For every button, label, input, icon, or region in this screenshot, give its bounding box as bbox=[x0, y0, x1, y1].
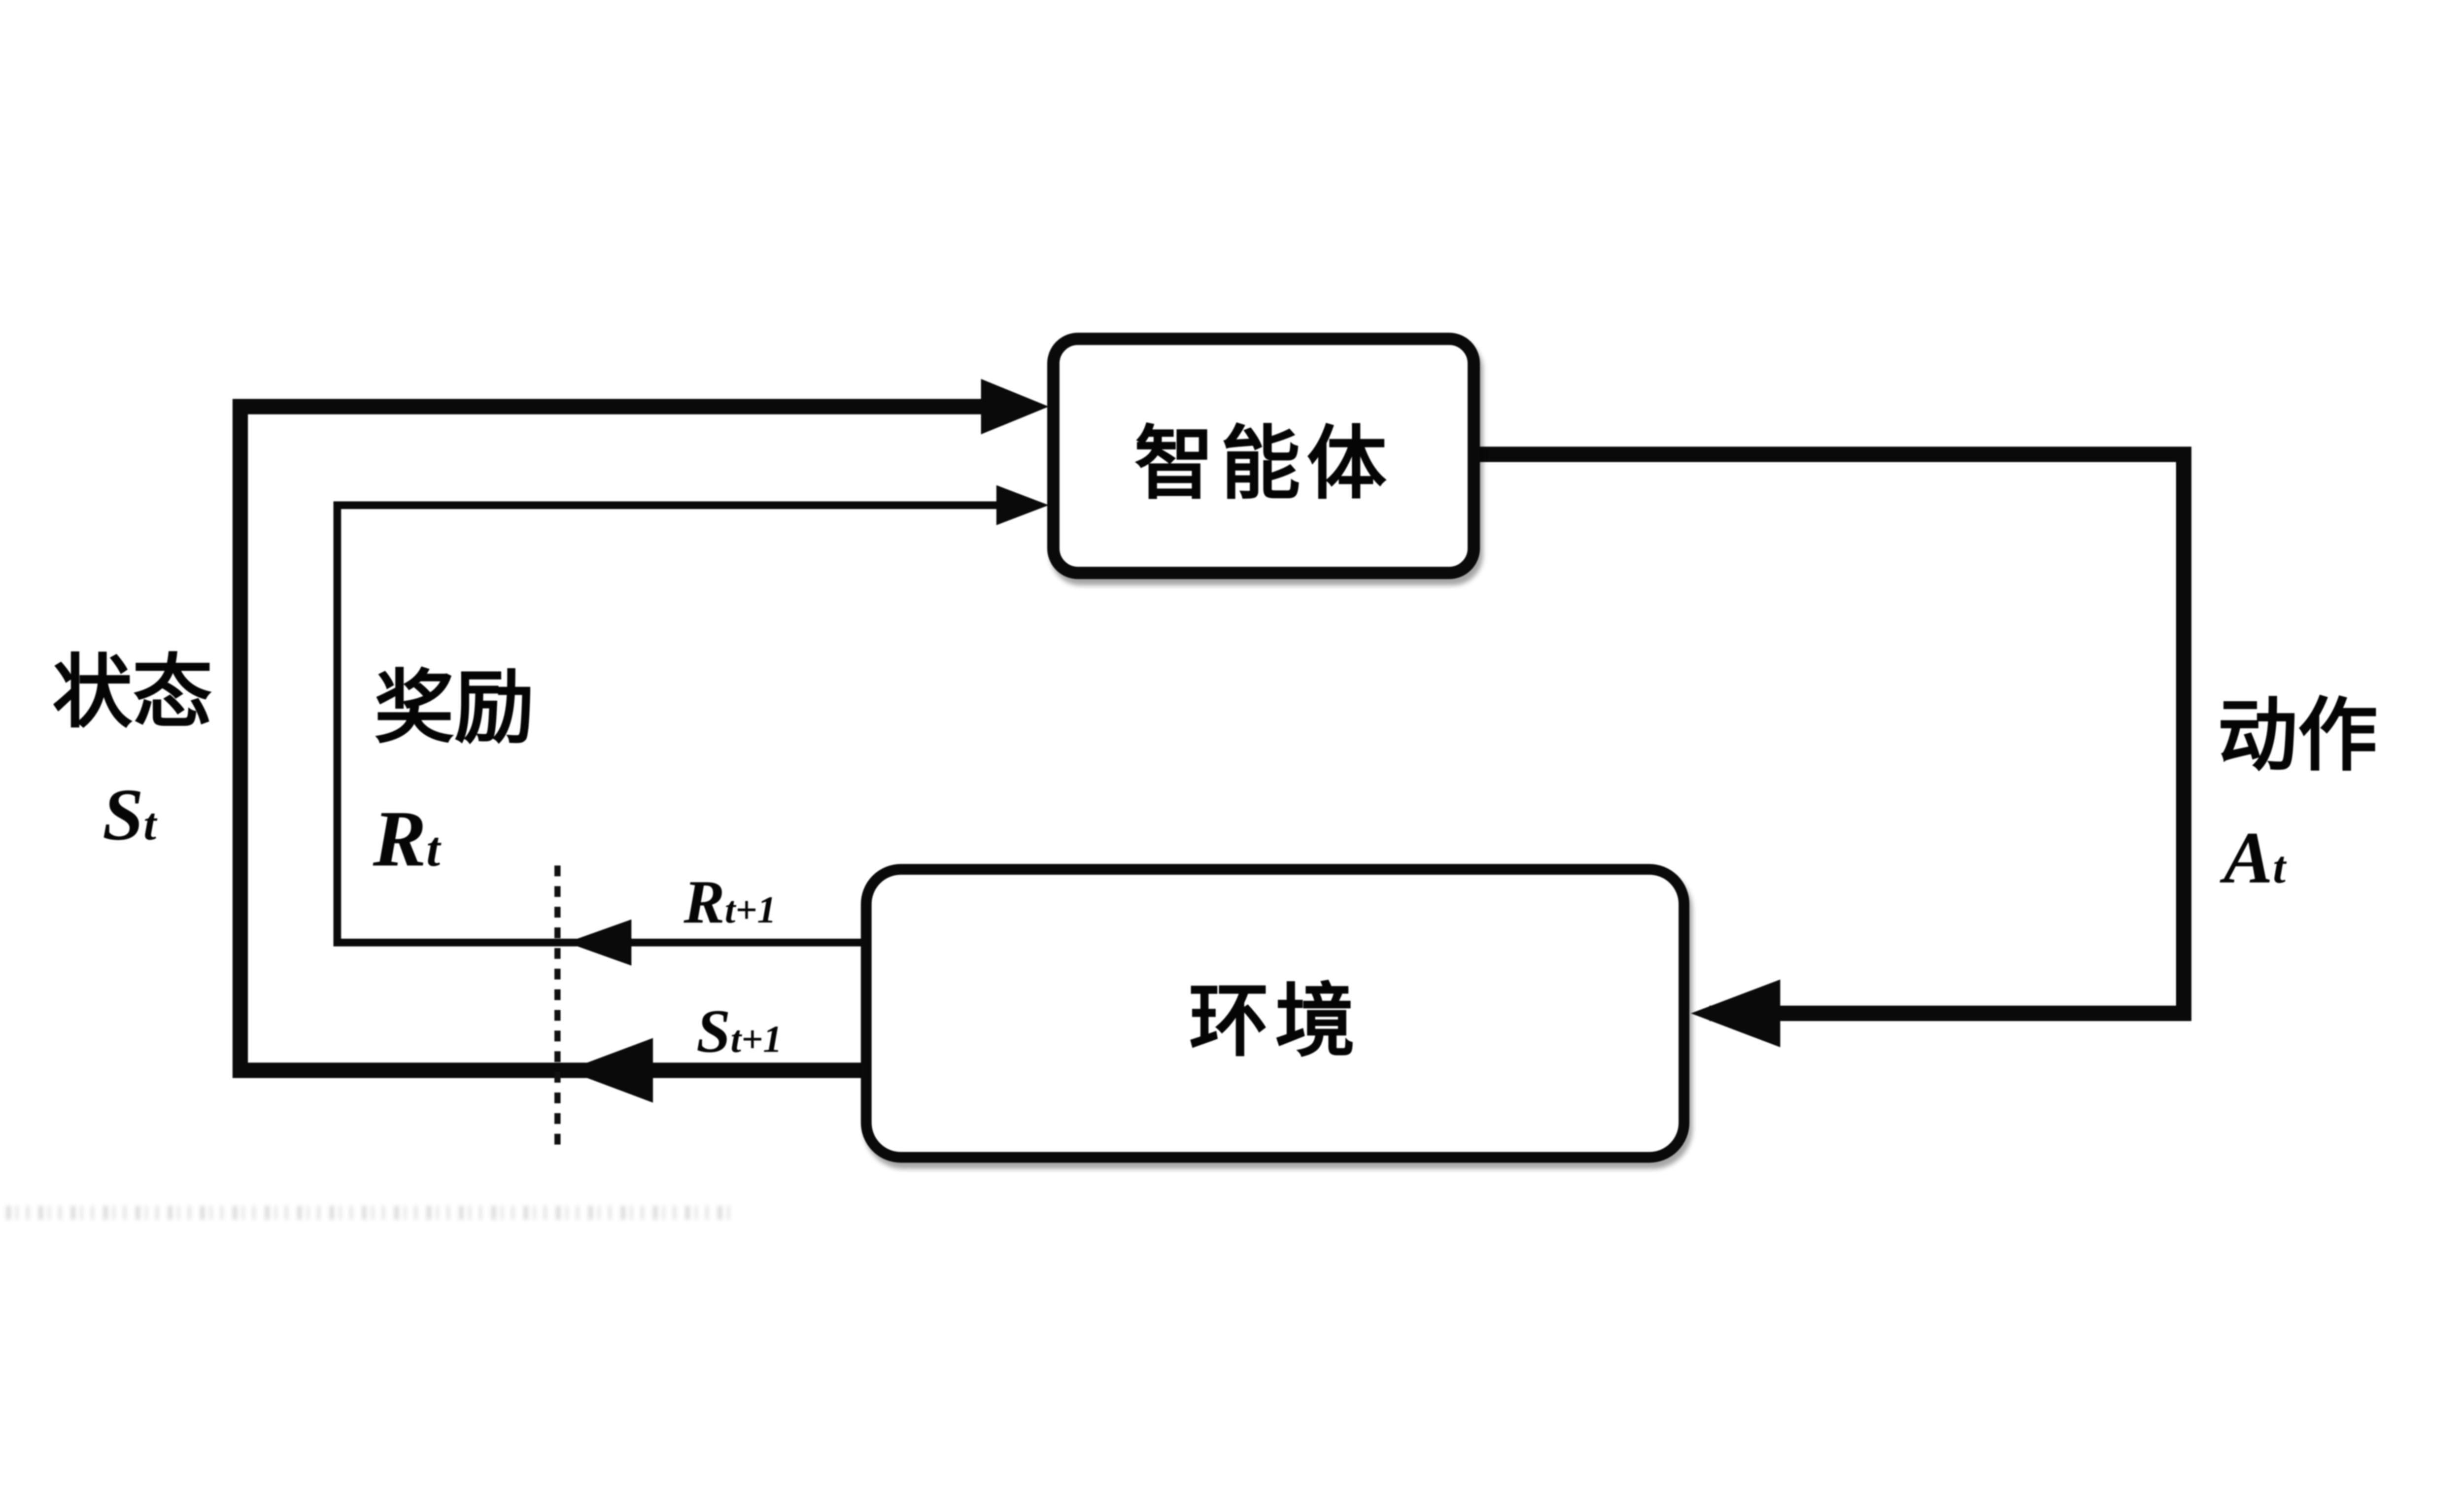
state-caption: 状态 bbox=[52, 650, 213, 739]
next-state-arrowhead-icon bbox=[567, 1038, 653, 1103]
rl-agent-environment-diagram: 智能体 环境 状态 St 奖励 Rt 动作 At Rt+1 St+1 bbox=[0, 281, 2464, 1222]
next-state-symbol: St+1 bbox=[696, 996, 782, 1066]
cropped-caption-remnant bbox=[6, 1205, 733, 1220]
state-loop-line bbox=[232, 399, 989, 1078]
action-caption: 动作 bbox=[2217, 693, 2378, 782]
diagram-connector-lines bbox=[232, 378, 2191, 1152]
action-loop-line bbox=[1472, 446, 2191, 1021]
state-symbol: St bbox=[102, 774, 157, 856]
reward-caption: 奖励 bbox=[374, 666, 535, 754]
action-symbol: At bbox=[2224, 818, 2286, 899]
next-reward-symbol: Rt+1 bbox=[684, 867, 777, 936]
next-reward-arrowhead-icon bbox=[567, 919, 632, 966]
agent-box: 智能体 bbox=[1047, 333, 1480, 579]
environment-box-label: 环境 bbox=[1189, 978, 1362, 1067]
reward-into-agent-arrowhead-icon bbox=[996, 485, 1049, 525]
state-into-agent-arrowhead-icon bbox=[981, 378, 1049, 435]
agent-box-label: 智能体 bbox=[1134, 421, 1393, 509]
action-into-environment-arrowhead-icon bbox=[1691, 979, 1780, 1047]
reward-symbol: Rt bbox=[373, 796, 441, 884]
environment-box: 环境 bbox=[860, 864, 1690, 1163]
